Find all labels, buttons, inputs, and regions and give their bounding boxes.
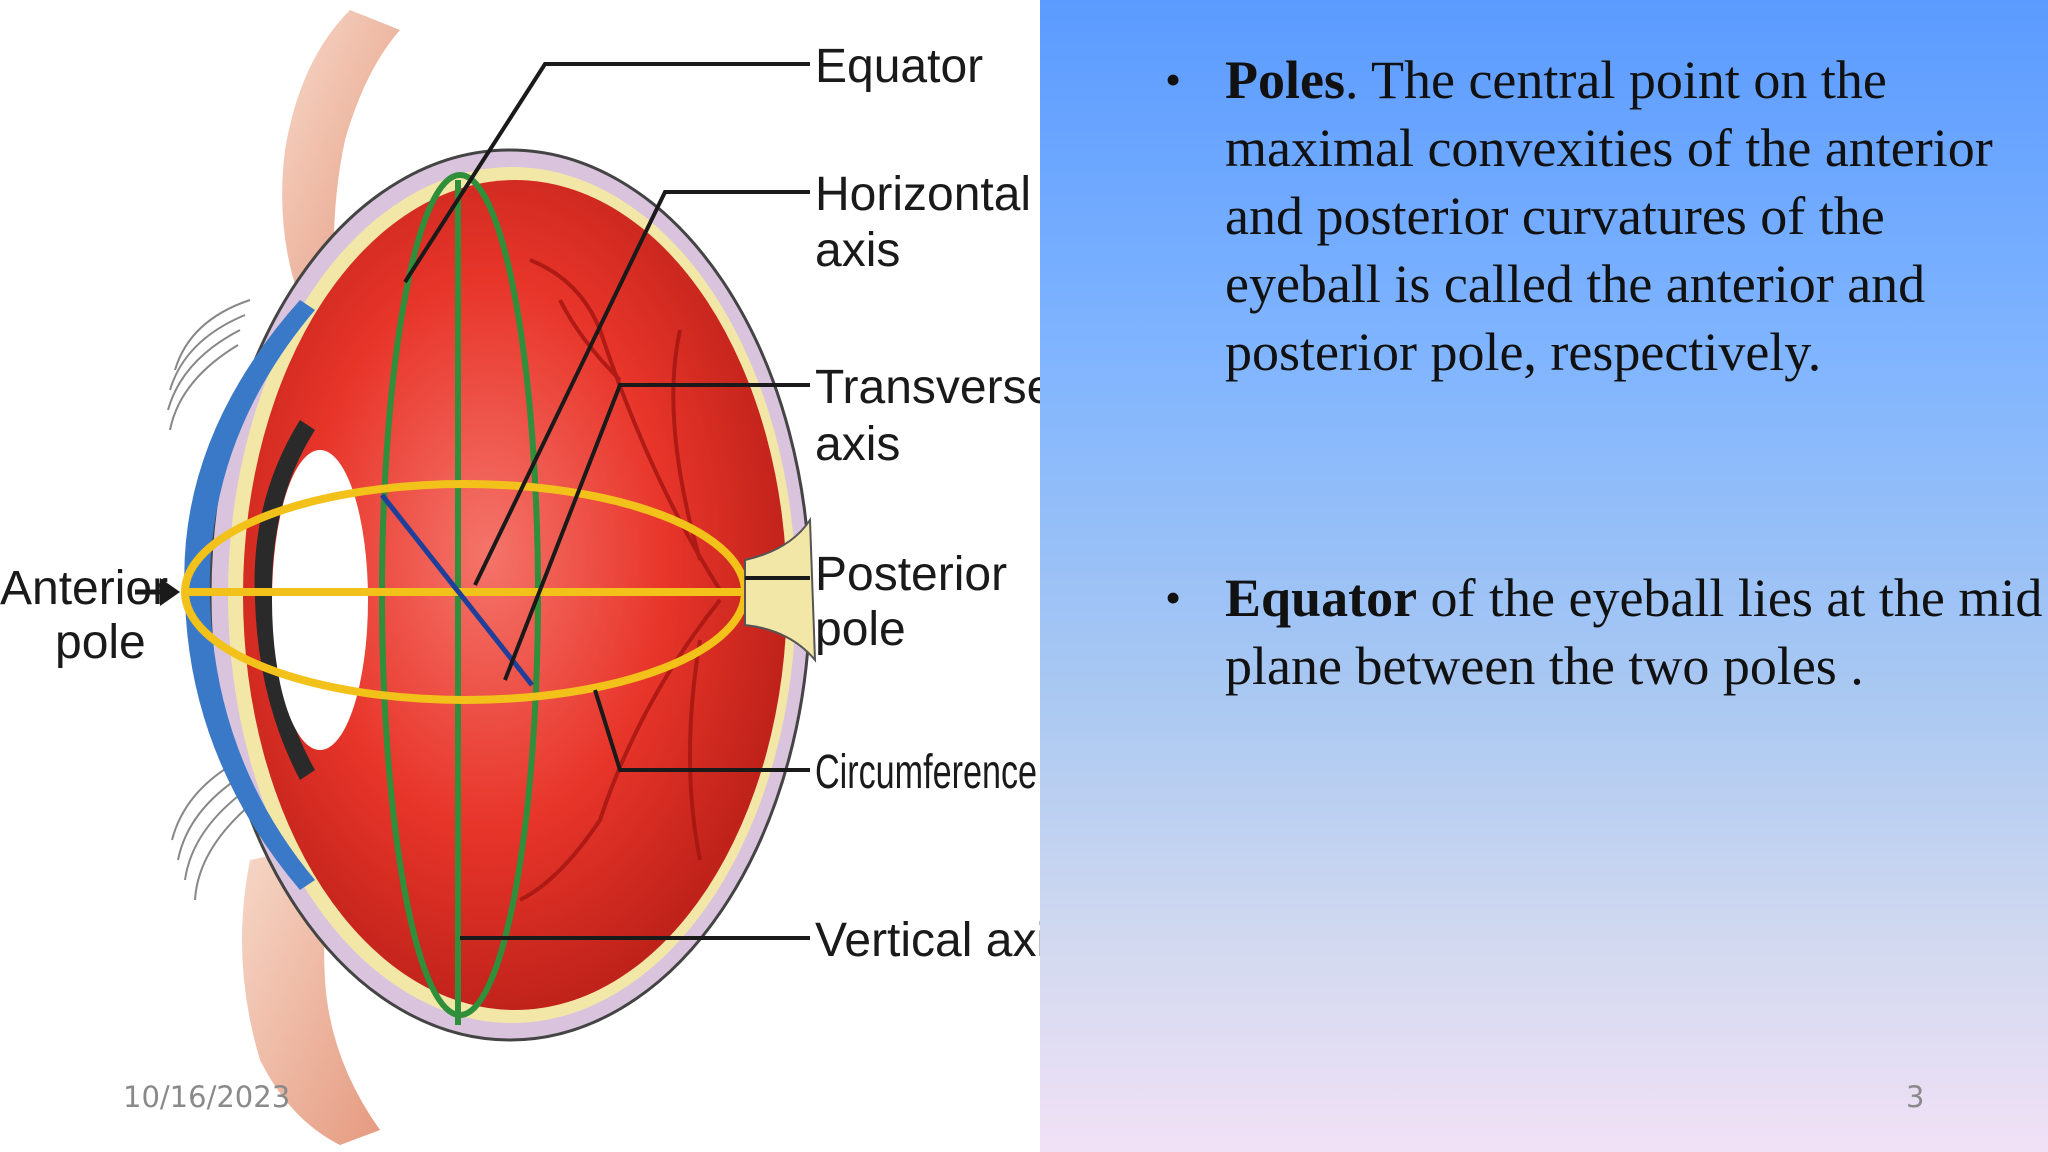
text-panel: • Poles. The central point on the maxima… [1040,0,2048,1152]
label-circumference: Circumference [815,746,1037,799]
bullet-dot: • [1165,54,1182,105]
cornea [184,300,315,890]
label-transverse-axis-line1: Transverse [815,361,1040,414]
lower-eyelid [242,840,380,1145]
bullet-term: Poles [1225,50,1345,110]
transverse-axis-line [380,493,534,687]
leader-lines [403,62,810,940]
upper-eyelid [282,10,400,300]
bullet-text: . The central point on the maximal conve… [1225,50,1993,382]
label-anterior-pole-line2: pole [55,616,146,669]
label-horizontal-axis-line2: axis [815,224,900,277]
bullet-body: Equator of the eyeball lies at the mid p… [1225,564,2045,700]
iris [254,420,315,780]
bullet-dot: • [1165,572,1182,623]
anterior-pole-arrow [135,578,180,606]
eye-diagram-panel: Equator Horizontal axis Transverse axis … [0,10,1040,1145]
bullet-text: of the eyeball lies at the mid plane bet… [1225,568,2043,696]
label-transverse-axis-line2: axis [815,418,900,471]
eyeball-diagram: Equator Horizontal axis Transverse axis … [0,10,1040,1145]
label-posterior-pole-line1: Posterior [815,548,1007,601]
optic-nerve [744,516,817,663]
slide-date: 10/16/2023 [123,1080,291,1114]
label-vertical-axis: Vertical axis [815,914,1040,967]
bullet-term: Equator [1225,568,1418,628]
label-anterior-pole-line1: Anterior [0,562,168,615]
label-equator: Equator [815,40,983,93]
label-posterior-pole-line2: pole [815,603,906,656]
bullet-body: Poles. The central point on the maximal … [1225,46,2045,386]
label-horizontal-axis-line1: Horizontal [815,168,1031,221]
slide-page-number: 3 [1906,1080,1925,1114]
